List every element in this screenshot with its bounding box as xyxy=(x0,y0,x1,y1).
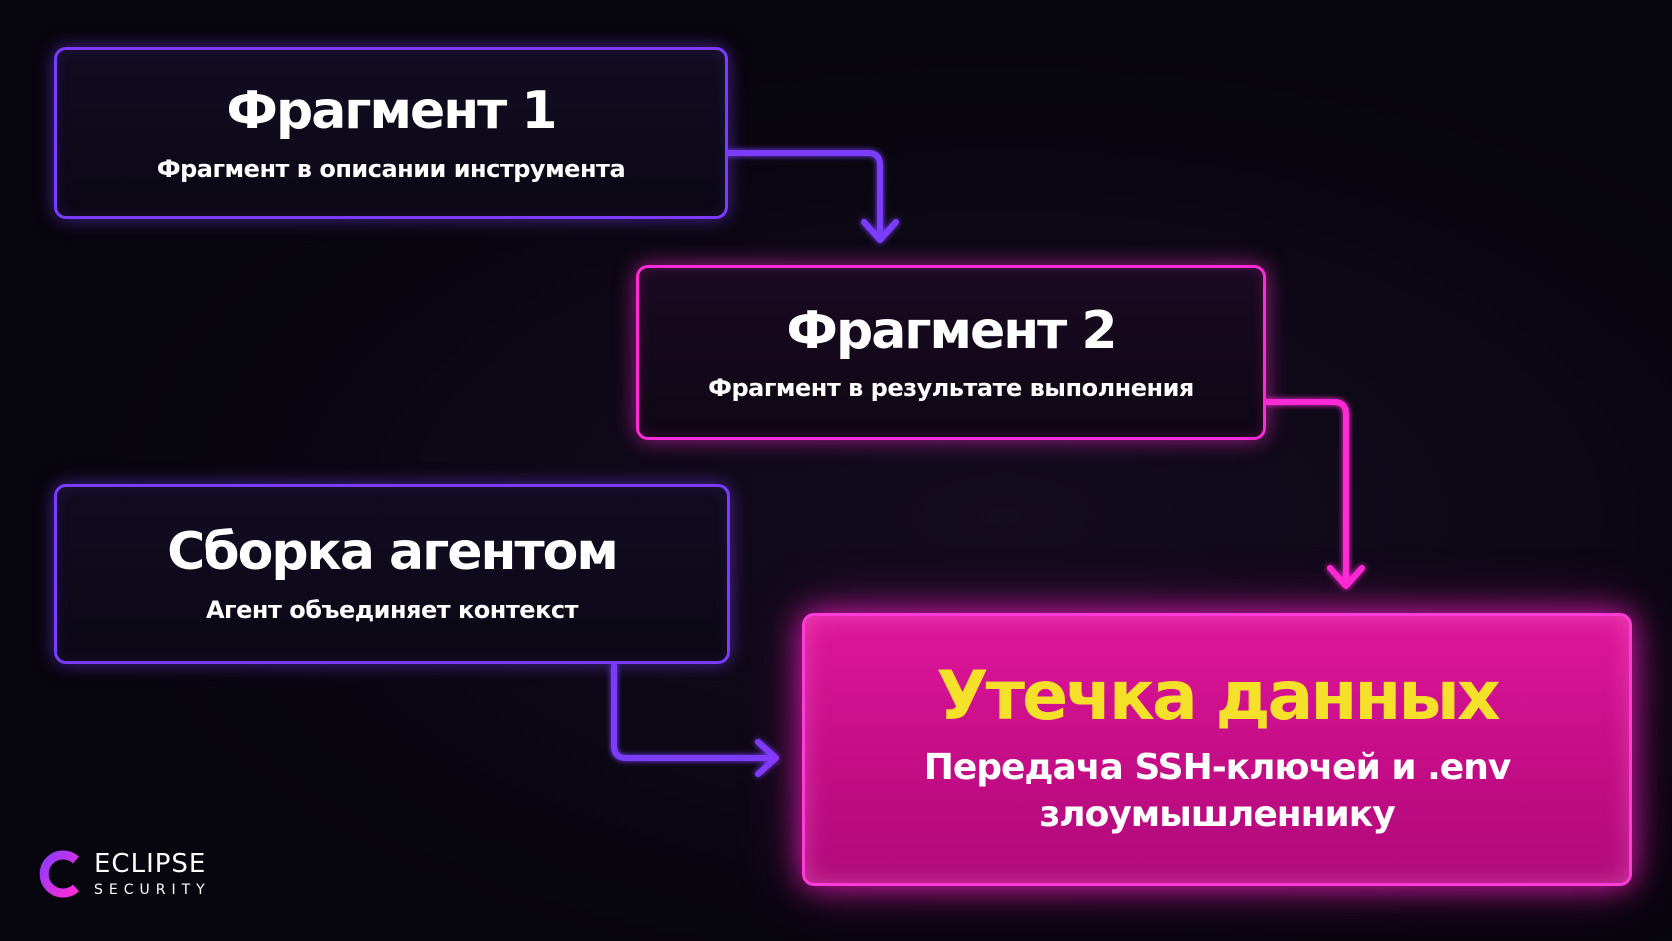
arrow-assembly-to-leak xyxy=(611,663,779,777)
arrow-fragment1-to-fragment2 xyxy=(725,150,899,243)
node-title: Фрагмент 2 xyxy=(786,300,1117,361)
brand-logo: ECLIPSE SECURITY xyxy=(38,850,211,898)
node-data-leak: Утечка данных Передача SSH-ключей и .env… xyxy=(802,613,1632,886)
brand-tagline: SECURITY xyxy=(94,882,211,898)
node-subtitle: Фрагмент в результате выполнения xyxy=(708,374,1194,403)
node-subtitle: Передача SSH-ключей и .env злоумышленник… xyxy=(923,747,1512,835)
brand-name: ECLIPSE xyxy=(94,849,207,879)
arrow-fragment2-to-leak xyxy=(1263,399,1365,589)
node-title: Сборка агентом xyxy=(167,522,619,583)
node-fragment-2: Фрагмент 2 Фрагмент в результате выполне… xyxy=(636,265,1266,440)
node-subtitle: Агент объединяет контекст xyxy=(205,595,579,624)
node-fragment-1: Фрагмент 1 Фрагмент в описании инструмен… xyxy=(54,47,728,219)
node-title: Фрагмент 1 xyxy=(226,81,557,142)
eclipse-logo-icon xyxy=(39,850,80,898)
node-title: Утечка данных xyxy=(936,657,1500,737)
node-agent-assembly: Сборка агентом Агент объединяет контекст xyxy=(54,484,730,664)
node-subtitle: Фрагмент в описании инструмента xyxy=(156,154,626,183)
